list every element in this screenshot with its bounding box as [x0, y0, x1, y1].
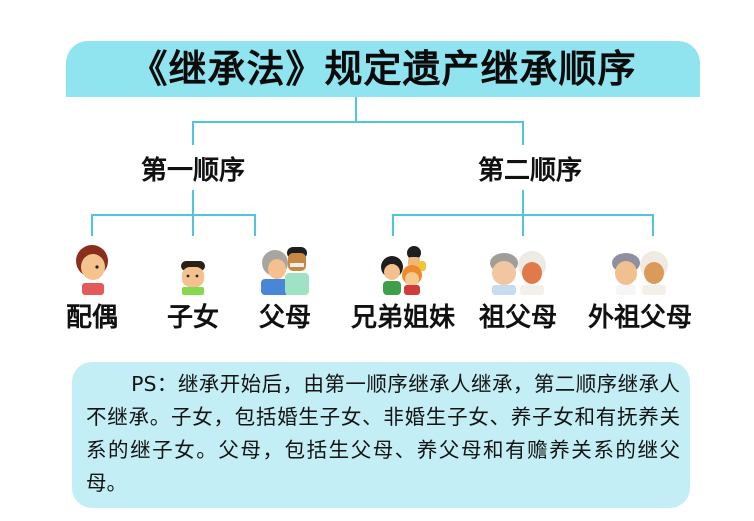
- note-box: [72, 362, 690, 508]
- member-grandparents: 祖父母: [453, 243, 583, 334]
- page-title: 《继承法》规定遗产继承顺序: [129, 47, 637, 91]
- member-label: 兄弟姐妹: [350, 303, 455, 333]
- grandparents-icon: [453, 243, 583, 295]
- connector-parents: [254, 214, 256, 236]
- connector-group2-down: [522, 190, 524, 215]
- connector-top-horizontal: [192, 121, 524, 123]
- member-spouse: 配偶: [27, 243, 157, 334]
- siblings-icon: [338, 243, 468, 295]
- member-label: 子女: [166, 303, 219, 333]
- connector-root-vertical: [355, 97, 357, 123]
- connector-group1-down: [192, 190, 194, 215]
- connector-maternal-grandparents: [652, 214, 654, 236]
- connector-group1-up: [192, 121, 194, 145]
- member-label: 外祖父母: [587, 303, 692, 333]
- connector-siblings: [392, 214, 394, 236]
- connector-grandparents: [522, 214, 524, 236]
- connector-group1-horizontal: [91, 214, 256, 216]
- connector-group2-up: [522, 121, 524, 145]
- member-child: 子女: [128, 243, 258, 334]
- member-parents: 父母: [220, 243, 350, 334]
- note-text: PS：继承开始后，由第一顺序继承人继承，第二顺序继承人不继承。子女，包括婚生子女…: [86, 372, 680, 495]
- connector-child: [192, 214, 194, 236]
- spouse-icon: [27, 243, 157, 295]
- maternal-grandparents-icon: [575, 243, 705, 295]
- member-siblings: 兄弟姐妹: [338, 243, 468, 334]
- member-label: 父母: [258, 303, 311, 333]
- child-icon: [128, 243, 258, 295]
- member-maternal-grandparents: 外祖父母: [575, 243, 705, 334]
- member-label: 配偶: [65, 303, 118, 333]
- title-banner: [66, 41, 700, 97]
- parents-icon: [220, 243, 350, 295]
- group-label-second-order: 第二顺序: [477, 156, 583, 186]
- group-label-first-order: 第一顺序: [140, 156, 246, 186]
- member-label: 祖父母: [478, 303, 557, 333]
- connector-spouse: [91, 214, 93, 236]
